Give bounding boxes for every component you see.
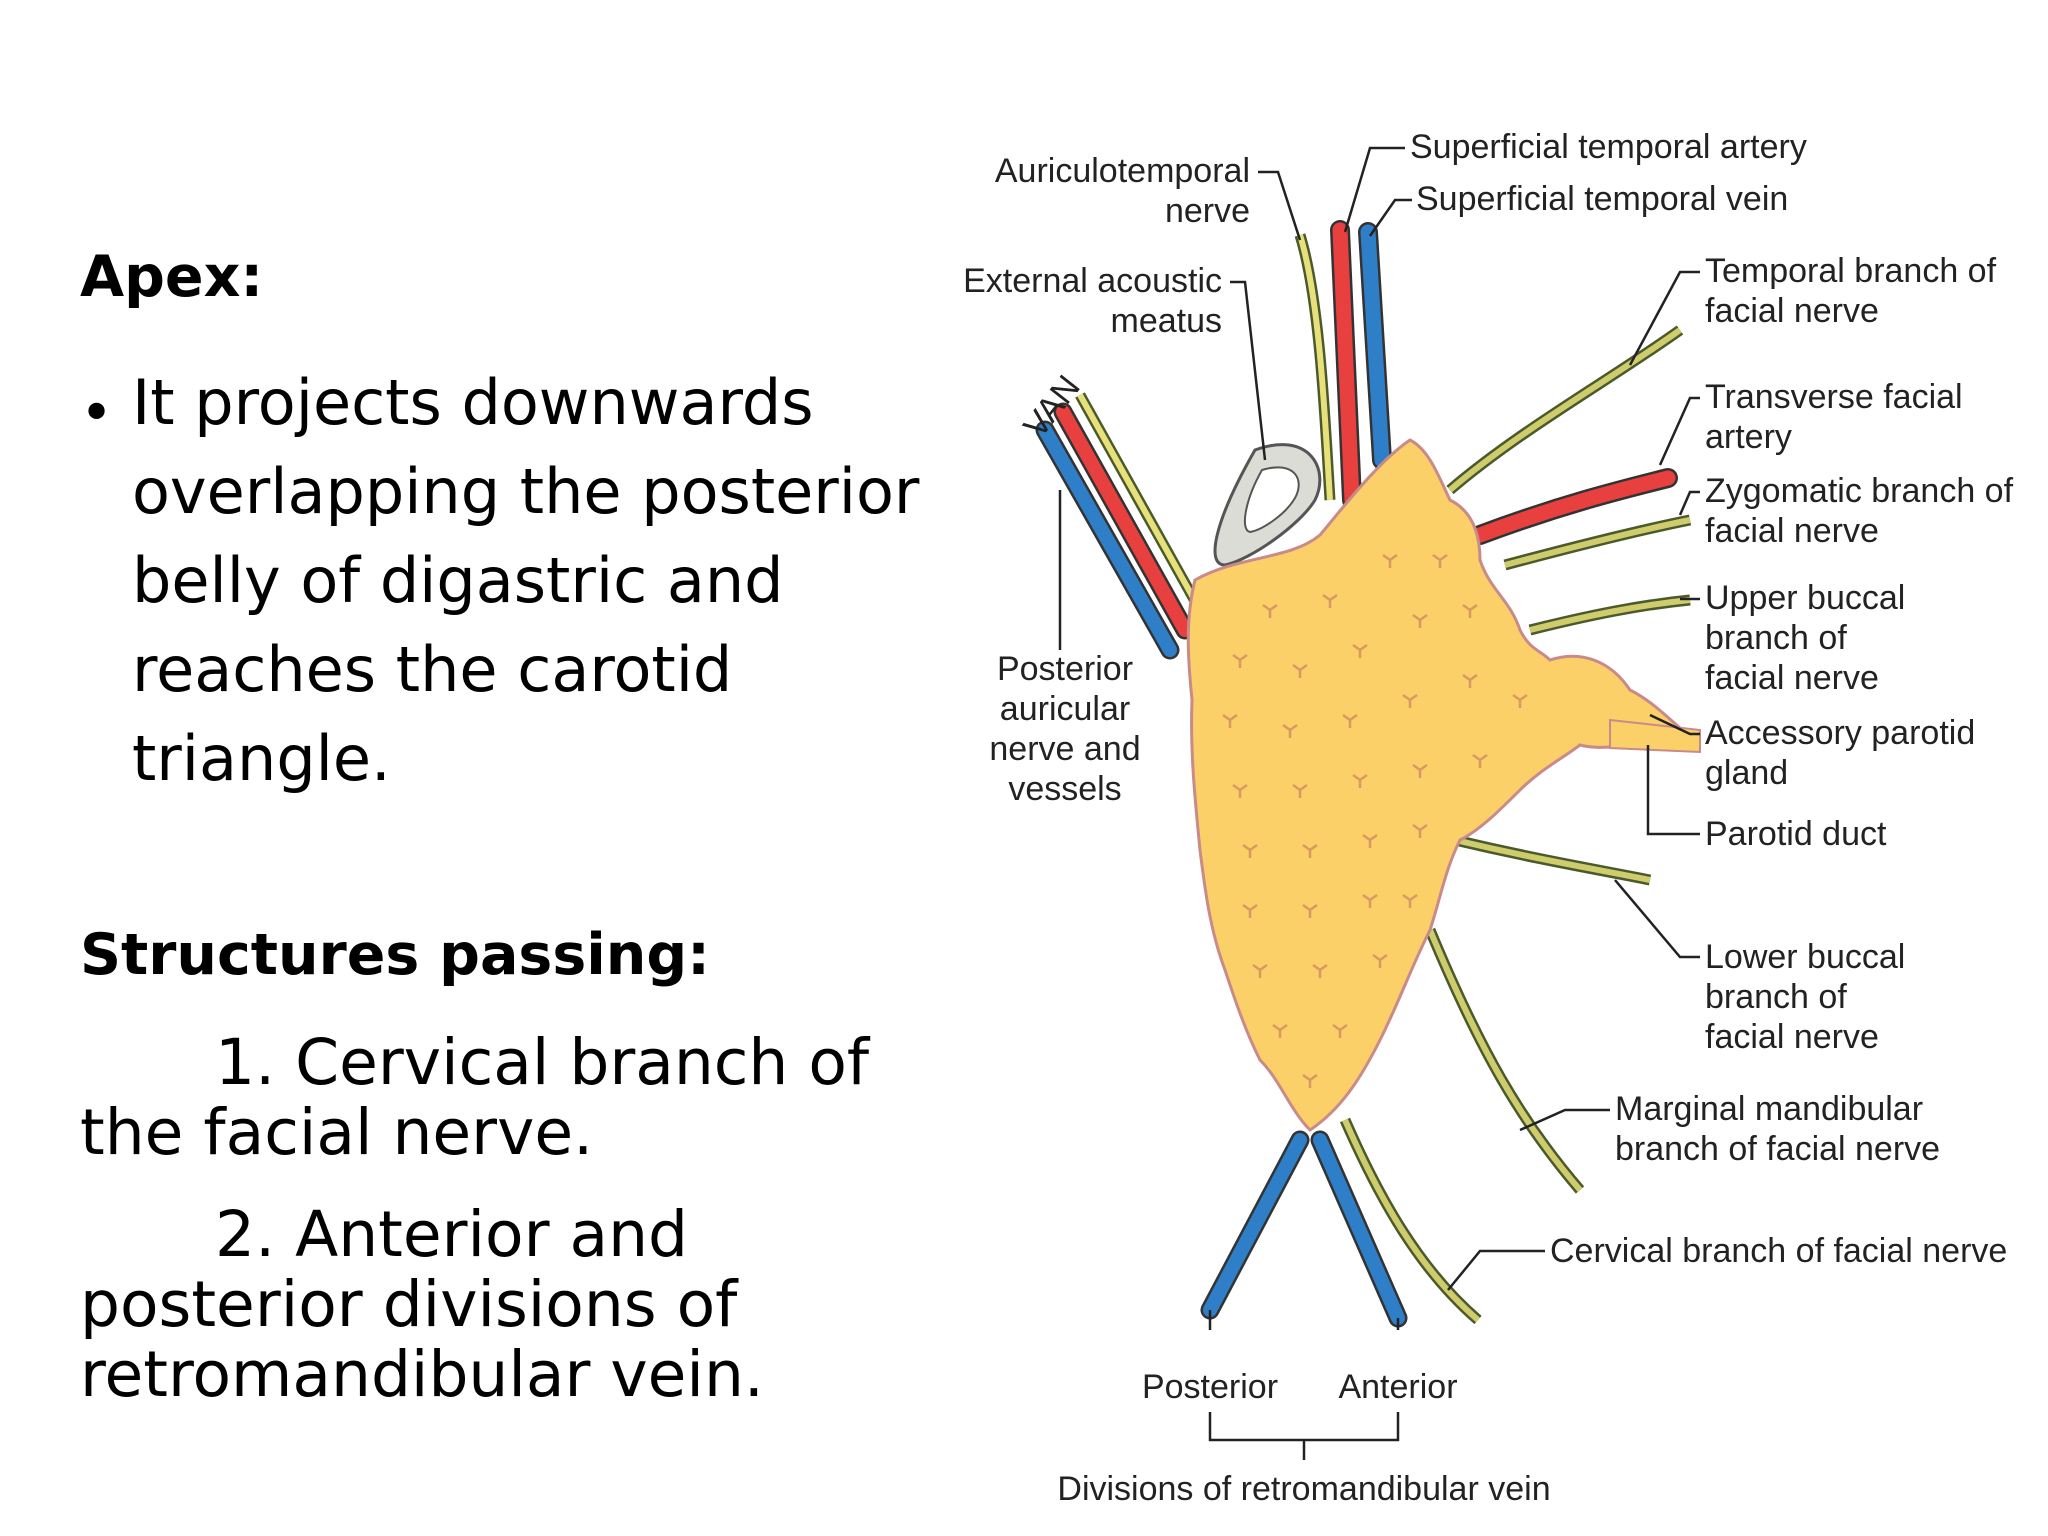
label-transverse-facial-1: Transverse facial	[1705, 378, 1963, 416]
label-temporal-branch-1: Temporal branch of	[1705, 252, 1997, 290]
diagram-labels: Auriculotemporal nerve External acoustic…	[963, 128, 2013, 1508]
label-lower-buccal-1: Lower buccal	[1705, 938, 1905, 976]
parotid-duct	[1609, 718, 1701, 754]
parotid-gland	[1186, 438, 1683, 1132]
apex-bullet-text: It projects downwards overlapping the po…	[132, 366, 920, 795]
label-upper-buccal-1: Upper buccal	[1705, 579, 1905, 617]
structure-item-1: 1. Cervical branch of the facial nerve.	[80, 1026, 870, 1169]
label-transverse-facial-2: artery	[1705, 418, 1792, 456]
label-anterior-division: Anterior	[1338, 1368, 1457, 1406]
structures-heading: Structures passing:	[80, 922, 710, 988]
label-temporal-branch-2: facial nerve	[1705, 292, 1879, 330]
structure-item-2: 2. Anterior and posterior divisions of r…	[80, 1198, 764, 1411]
label-accessory-parotid-1: Accessory parotid	[1705, 714, 1975, 752]
label-lower-buccal-2: branch of	[1705, 978, 1847, 1016]
label-zygomatic-2: facial nerve	[1705, 512, 1879, 550]
label-posterior-division: Posterior	[1142, 1368, 1278, 1406]
label-posterior-auricular-2: auricular	[1000, 690, 1130, 728]
external-acoustic-meatus	[1213, 443, 1322, 567]
label-accessory-parotid-2: gland	[1705, 754, 1788, 792]
apex-heading: Apex:	[80, 244, 264, 310]
label-auriculotemporal-2: nerve	[1165, 192, 1250, 230]
slide-text-column: Apex: • It projects downwards overlappin…	[0, 0, 960, 1536]
label-marginal-mandibular-1: Marginal mandibular	[1615, 1090, 1923, 1128]
label-superficial-temporal-artery: Superficial temporal artery	[1410, 128, 1807, 166]
label-superficial-temporal-vein: Superficial temporal vein	[1416, 180, 1788, 218]
parotid-diagram-svg: Auriculotemporal nerve External acoustic…	[963, 128, 2013, 1508]
marginal-mandibular-branch-nerve	[1424, 927, 1585, 1194]
label-auriculotemporal-1: Auriculotemporal	[995, 152, 1250, 190]
leader-lines	[1058, 146, 1700, 1460]
label-posterior-auricular-1: Posterior	[997, 650, 1133, 688]
label-zygomatic-1: Zygomatic branch of	[1705, 472, 2014, 510]
label-parotid-duct: Parotid duct	[1705, 815, 1887, 853]
label-upper-buccal-3: facial nerve	[1705, 659, 1879, 697]
label-upper-buccal-2: branch of	[1705, 619, 1847, 657]
vessels-and-nerves	[1035, 220, 1692, 1328]
label-lower-buccal-3: facial nerve	[1705, 1018, 1879, 1056]
label-posterior-auricular-3: nerve and	[989, 730, 1140, 768]
label-external-acoustic-1: External acoustic	[963, 262, 1222, 300]
parotid-diagram: Auriculotemporal nerve External acoustic…	[960, 90, 2048, 1536]
label-divisions-retromandibular: Divisions of retromandibular vein	[1057, 1470, 1550, 1508]
bullet-dot: •	[80, 381, 114, 446]
label-posterior-auricular-4: vessels	[1008, 770, 1121, 808]
label-external-acoustic-2: meatus	[1111, 302, 1223, 340]
label-marginal-mandibular-2: branch of facial nerve	[1615, 1130, 1940, 1168]
label-cervical-branch: Cervical branch of facial nerve	[1550, 1232, 2007, 1270]
